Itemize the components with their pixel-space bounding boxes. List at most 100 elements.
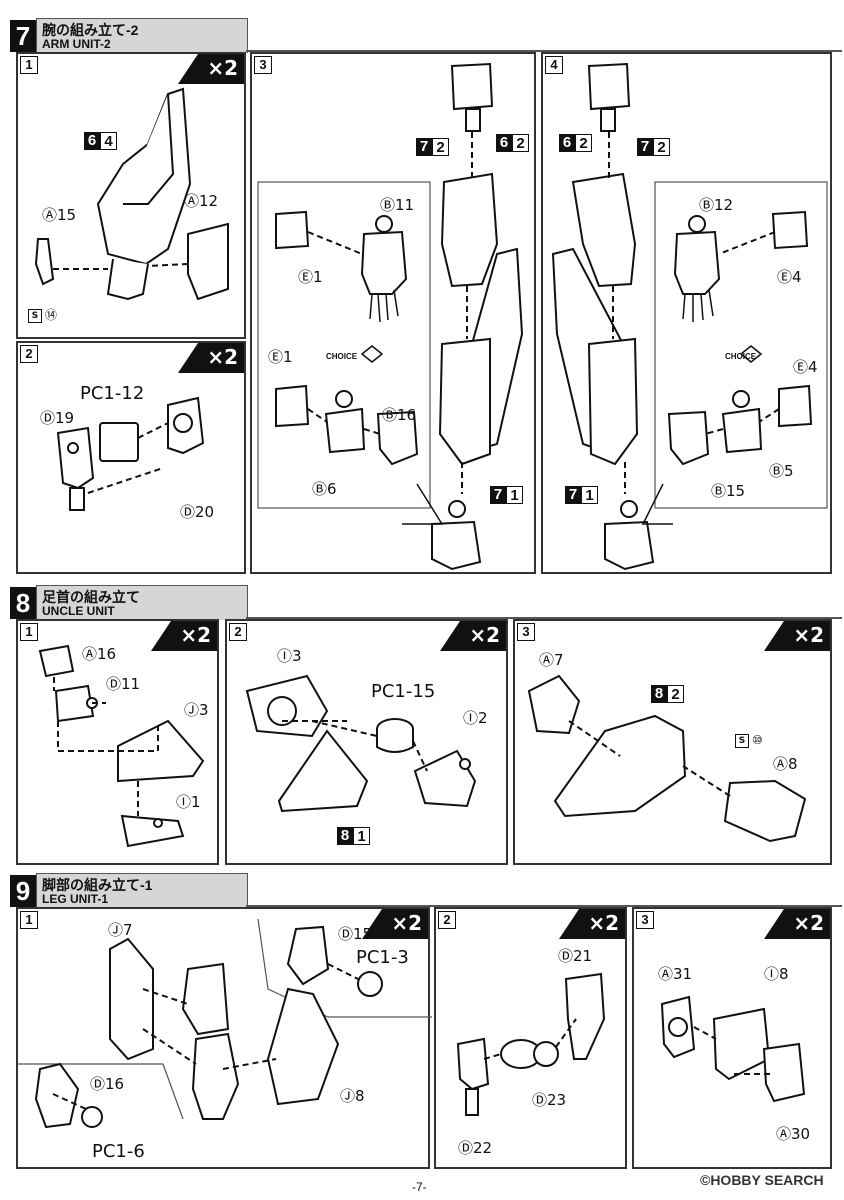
pc-label-6: PC1-6 — [92, 1141, 145, 1162]
section-title-en: LEG UNIT-1 — [42, 892, 109, 906]
part-label-a8: Ⓐ8 — [773, 755, 798, 773]
step-number: 3 — [636, 911, 654, 929]
part-label-j7: Ⓙ7 — [108, 921, 133, 939]
quantity-badge: ×2 — [362, 909, 428, 939]
ankle-assembly-illustration — [245, 674, 477, 813]
section-rule — [246, 905, 842, 907]
step-number: 1 — [20, 623, 38, 641]
part-label-d16: Ⓓ16 — [90, 1075, 125, 1093]
quantity-badge: ×2 — [151, 621, 217, 651]
ankle-part-illustration — [38, 644, 205, 848]
step-panel-9-1: 1 ×2 Ⓙ7 Ⓓ15 PC1-3 Ⓙ8 Ⓓ16 PC1-6 — [16, 907, 432, 1169]
step-number: 3 — [254, 56, 272, 74]
part-label-b6: Ⓑ6 — [312, 480, 337, 498]
step-panel-7-2: 2 ×2 PC1-12 Ⓓ19 Ⓓ20 — [16, 341, 246, 574]
ankle-cover-illustration — [527, 674, 807, 843]
part-label-a16: Ⓐ16 — [82, 645, 117, 663]
part-label-a31: Ⓐ31 — [658, 965, 693, 983]
section-rule — [246, 50, 842, 52]
part-label-b12: Ⓑ12 — [699, 196, 734, 214]
arm-part-illustration — [34, 87, 229, 301]
section-tab — [36, 585, 248, 620]
section-title-en: UNCLE UNIT — [42, 604, 115, 618]
leg-cover-illustration — [660, 995, 806, 1103]
page-number: -7- — [412, 1180, 427, 1194]
part-label-a7: Ⓐ7 — [539, 651, 564, 669]
part-label-j3: Ⓙ3 — [184, 701, 209, 719]
part-label-d15: Ⓓ15 — [338, 925, 373, 943]
part-label-b5: Ⓑ5 — [769, 462, 794, 480]
arm-assembly-right-illustration — [257, 62, 524, 571]
part-label-i2: Ⓘ2 — [463, 709, 488, 727]
step-panel-9-2: 2 ×2 Ⓓ21 Ⓓ22 Ⓓ23 — [434, 907, 627, 1169]
step-number: 2 — [20, 345, 38, 363]
step-panel-9-3: 3 ×2 Ⓐ31 Ⓘ8 Ⓐ30 — [632, 907, 832, 1169]
quantity-badge: ×2 — [559, 909, 625, 939]
quantity-badge: ×2 — [440, 621, 506, 651]
quantity-badge: ×2 — [764, 621, 830, 651]
section-number: 9 — [10, 875, 36, 907]
pc-label-3: PC1-3 — [356, 947, 409, 968]
part-label-i1: Ⓘ1 — [176, 793, 201, 811]
part-label-e4-top: Ⓔ4 — [777, 268, 802, 286]
watermark-logo: ©HOBBY SEARCH — [700, 1172, 824, 1188]
quantity-badge: ×2 — [178, 54, 244, 84]
part-label-b15: Ⓑ15 — [711, 482, 746, 500]
part-label-d22: Ⓓ22 — [458, 1139, 493, 1157]
section-rule — [246, 617, 842, 619]
part-label-a15: Ⓐ15 — [42, 206, 77, 224]
section-header-7: 7 腕の組み立て-2 ARM UNIT-2 — [10, 18, 842, 54]
part-label-e1-bottom: Ⓔ1 — [268, 348, 293, 366]
part-label-d20: Ⓓ20 — [180, 503, 215, 521]
step-number: 1 — [20, 911, 38, 929]
section-tab — [36, 873, 248, 908]
step-panel-8-1: 1 ×2 Ⓐ16 Ⓓ11 Ⓙ3 Ⓘ1 — [16, 619, 219, 865]
section-number: 8 — [10, 587, 36, 619]
step-number: 3 — [517, 623, 535, 641]
part-label-d19: Ⓓ19 — [40, 409, 75, 427]
part-label-i3: Ⓘ3 — [277, 647, 302, 665]
part-label-a30: Ⓐ30 — [776, 1125, 811, 1143]
part-label-a12: Ⓐ12 — [184, 192, 219, 210]
part-label-e4-bottom: Ⓔ4 — [793, 358, 818, 376]
section-title-jp: 腕の組み立て-2 — [42, 22, 139, 38]
step-number: 4 — [545, 56, 563, 74]
section-header-9: 9 脚部の組み立て-1 LEG UNIT-1 — [10, 873, 842, 909]
part-label-b11: Ⓑ11 — [380, 196, 415, 214]
part-label-e1-top: Ⓔ1 — [298, 268, 323, 286]
joint-part-illustration — [56, 396, 205, 511]
leg-part-illustration — [18, 918, 432, 1129]
section-number: 7 — [10, 20, 36, 52]
section-title-en: ARM UNIT-2 — [42, 37, 111, 51]
choice-label: CHOICE — [326, 352, 358, 361]
step-number: 2 — [229, 623, 247, 641]
section-header-8: 8 足首の組み立て UNCLE UNIT — [10, 585, 842, 621]
quantity-badge: ×2 — [764, 909, 830, 939]
step-number: 2 — [438, 911, 456, 929]
part-label-i8: Ⓘ8 — [764, 965, 789, 983]
quantity-badge: ×2 — [178, 343, 244, 373]
part-label-d23: Ⓓ23 — [532, 1091, 567, 1109]
part-label-d21: Ⓓ21 — [558, 947, 593, 965]
leg-joint-illustration — [456, 972, 606, 1116]
part-label-b16: Ⓑ16 — [382, 406, 417, 424]
choice-label: CHOICE — [725, 352, 757, 361]
step-number: 1 — [20, 56, 38, 74]
pc-label: PC1-12 — [80, 383, 145, 404]
part-label-j8: Ⓙ8 — [340, 1087, 365, 1105]
section-title-jp: 脚部の組み立て-1 — [42, 877, 153, 893]
section-tab — [36, 18, 248, 53]
part-label-d11: Ⓓ11 — [106, 675, 141, 693]
